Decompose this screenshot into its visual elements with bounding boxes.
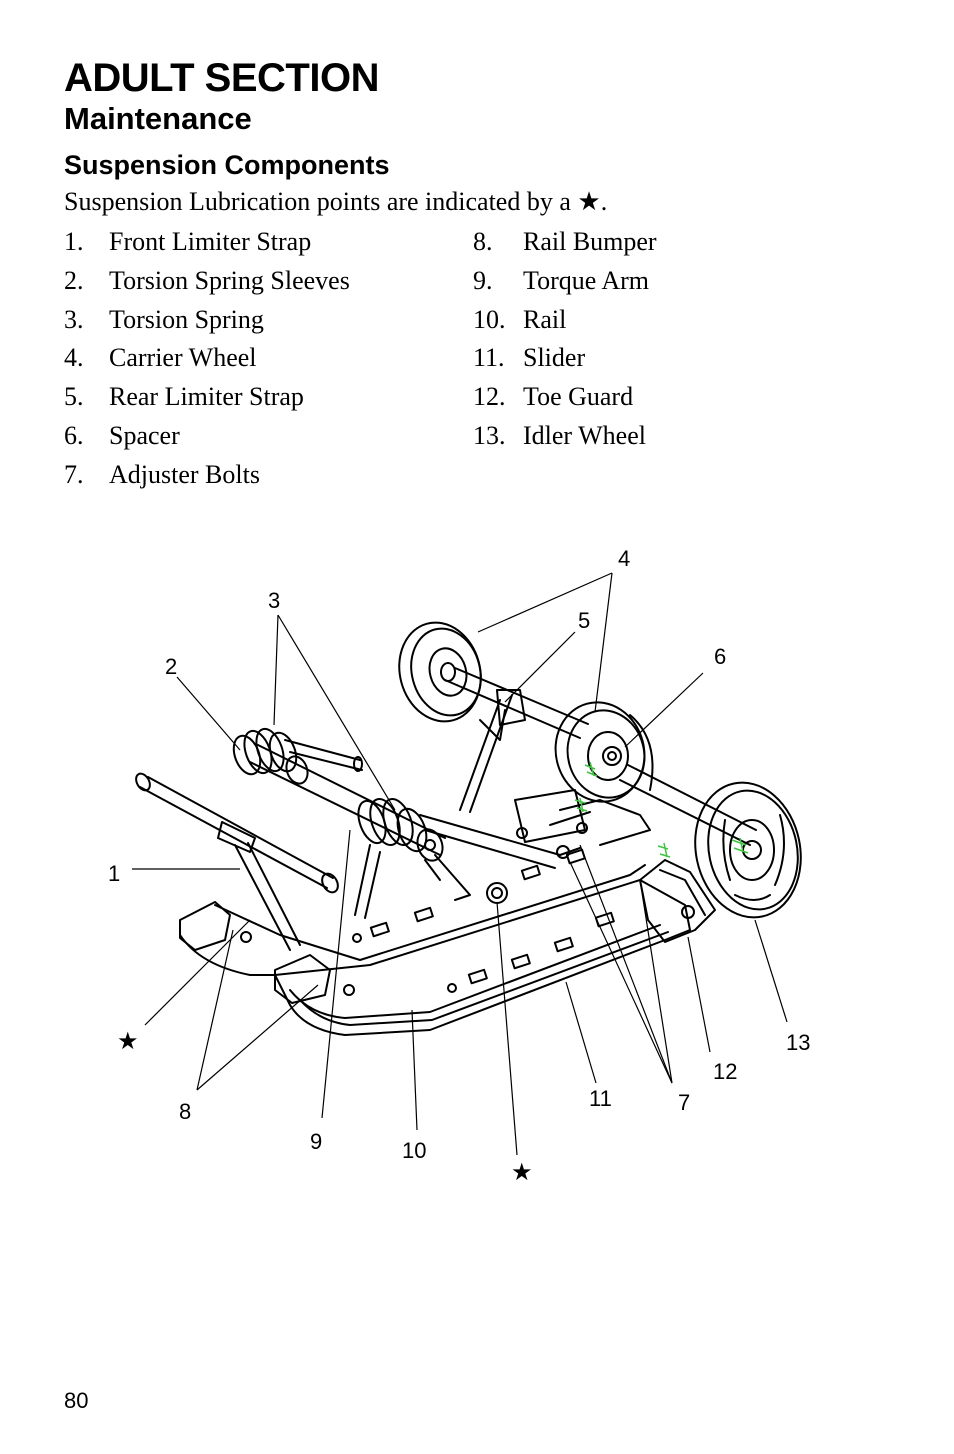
callout-1: 1 [108,861,120,886]
rail-inner-line [289,924,661,1019]
spring-leg [424,854,471,901]
list-item: 9.Torque Arm [473,265,649,295]
list-item: 10.Rail [473,304,567,334]
adjuster-bolts [549,811,591,856]
leader-lines [132,572,788,1156]
component-list-left: 1.Front Limiter Strap 2.Torsion Spring S… [64,226,350,498]
list-item: 4.Carrier Wheel [64,343,257,373]
carrier-wheel-right [554,701,654,803]
rail-bumper-right [274,954,331,1004]
callout-13: 13 [786,1030,810,1055]
callout-11: 11 [589,1086,612,1111]
section-title: ADULT SECTION [64,56,379,100]
callout-12: 12 [713,1059,737,1084]
list-item: 1.Front Limiter Strap [64,227,312,256]
torque-arm [354,844,381,919]
list-item: 6.Spacer [64,420,180,450]
list-item: 12.Toe Guard [473,382,634,412]
rail-left-side [179,934,276,976]
list-item: 13.Idler Wheel [473,420,646,450]
callout-10: 10 [402,1138,426,1163]
lube-marks [574,761,749,858]
callout-5: 5 [578,608,590,633]
callout-9: 9 [310,1129,322,1154]
callout-6: 6 [714,644,726,669]
callout-7: 7 [678,1090,690,1115]
list-item: 5.Rear Limiter Strap [64,382,304,412]
component-list-right: 8.Rail Bumper 9.Torque Arm 10.Rail 11.Sl… [473,226,657,459]
carrier-wheel-left [398,621,482,723]
torsion-shaft [249,744,446,856]
suspension-diagram: 1 2 3 4 5 6 7 8 9 10 11 12 13 ★ ★ [108,546,810,1186]
lube-star-bottom: ★ [511,1158,533,1186]
list-item: 11.Slider [473,343,586,373]
rear-mount [514,789,651,846]
subsection-title: Maintenance [64,101,252,136]
spring-arm-right [419,814,561,869]
callout-3: 3 [268,588,280,613]
torsion-spring-left [232,727,309,785]
lube-star-left: ★ [117,1027,139,1055]
callout-8: 8 [179,1099,191,1124]
rear-arm [479,709,506,741]
page-number: 80 [64,1388,89,1413]
list-item: 3.Torsion Spring [64,304,264,334]
idler-wheel [694,781,802,919]
front-arm-tube [139,776,334,889]
intro-text: Suspension Lubrication points are indica… [64,187,608,216]
topic-heading: Suspension Components [64,150,390,180]
callout-4: 4 [618,546,630,571]
rail-top-edge [214,864,646,961]
rail-slots [369,848,615,985]
rear-axle [619,764,757,846]
spring-arm-left [284,739,363,771]
slider [299,931,669,1026]
list-item: 7.Adjuster Bolts [64,459,260,489]
callout-2: 2 [165,654,177,679]
list-item: 8.Rail Bumper [473,227,657,256]
list-item: 2.Torsion Spring Sleeves [64,265,350,295]
front-limiter-strap [217,821,301,951]
rail-bumper-left [179,901,231,951]
toe-guard [639,859,716,943]
rail [274,879,691,1036]
